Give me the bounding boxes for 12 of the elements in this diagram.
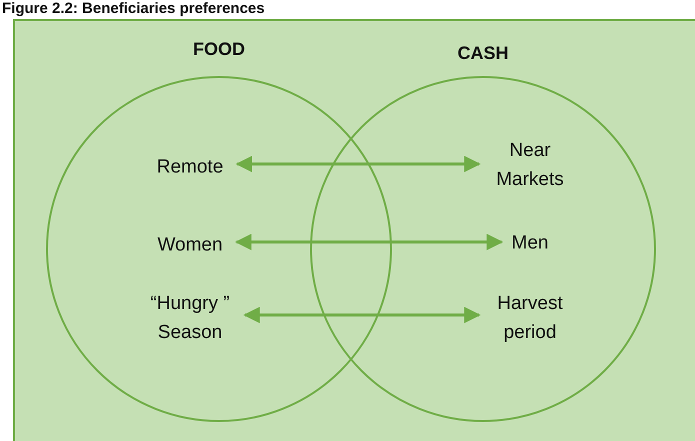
figure-title: Figure 2.2: Beneficiaries preferences <box>2 0 265 17</box>
preference-label: Remote <box>156 152 224 182</box>
set-heading: FOOD <box>193 39 245 60</box>
preference-label: Harvest period <box>489 289 571 347</box>
preference-label: “Hungry ” Season <box>149 289 231 347</box>
set-heading: CASH <box>458 43 508 64</box>
preference-label: Near Markets <box>489 136 571 194</box>
double-arrow <box>234 234 504 250</box>
preference-label: Women <box>157 230 223 260</box>
double-arrow <box>236 156 481 172</box>
preference-label: Men <box>512 228 548 258</box>
double-arrow <box>243 306 481 324</box>
